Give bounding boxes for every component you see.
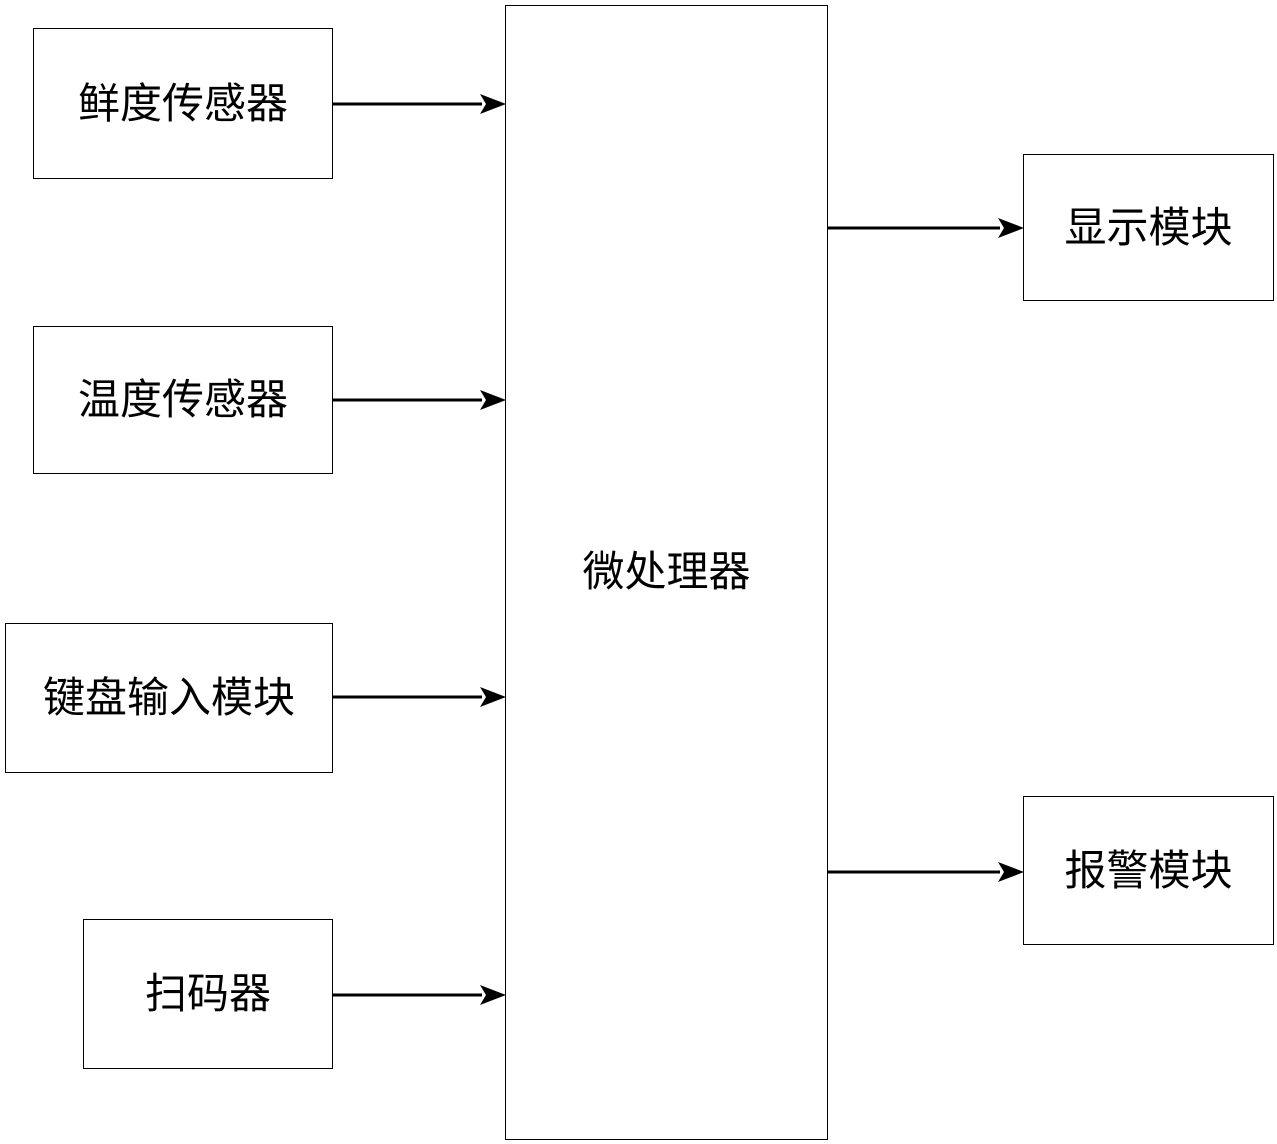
scanner-box: 扫码器 <box>83 919 333 1069</box>
alarm-module-box: 报警模块 <box>1023 796 1274 945</box>
microprocessor-label: 微处理器 <box>582 547 751 596</box>
keyboard-input-module-box: 键盘输入模块 <box>5 623 333 773</box>
arrowhead-display <box>998 218 1024 238</box>
arrowhead-alarm <box>998 862 1024 882</box>
display-module-label: 显示模块 <box>1064 202 1233 252</box>
arrowhead-keyboard <box>480 687 506 707</box>
arrowhead-temperature <box>480 390 506 410</box>
freshness-sensor-box: 鲜度传感器 <box>33 28 333 179</box>
microprocessor-box: 微处理器 <box>505 5 828 1140</box>
keyboard-input-module-label: 键盘输入模块 <box>42 673 295 722</box>
temperature-sensor-box: 温度传感器 <box>33 326 333 474</box>
scanner-label: 扫码器 <box>144 969 271 1018</box>
display-module-box: 显示模块 <box>1023 154 1274 301</box>
temperature-sensor-label: 温度传感器 <box>77 375 288 424</box>
freshness-sensor-label: 鲜度传感器 <box>77 78 288 128</box>
alarm-module-label: 报警模块 <box>1064 845 1233 895</box>
arrowhead-freshness <box>480 94 506 114</box>
arrowhead-scanner <box>480 985 506 1005</box>
